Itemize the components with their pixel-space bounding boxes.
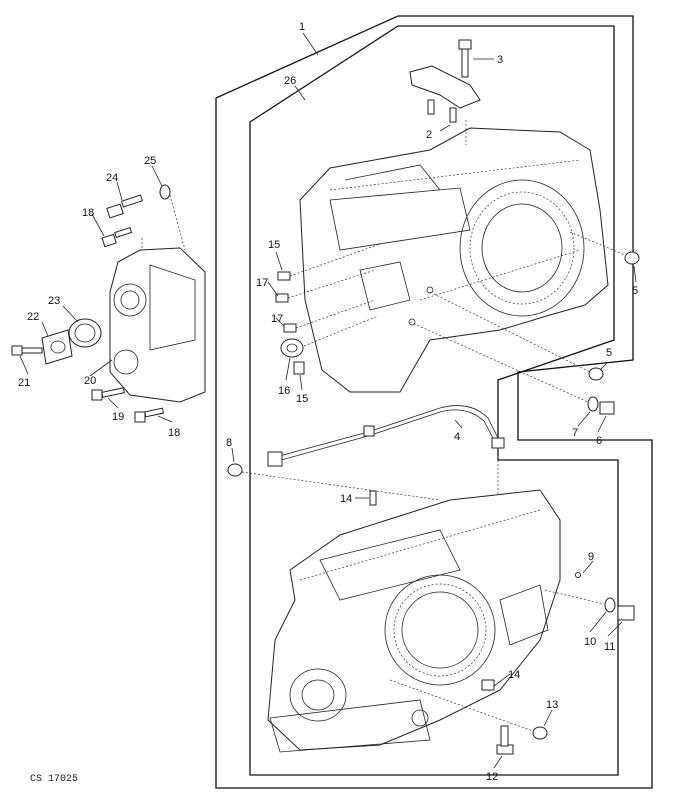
- callout-9: 9: [588, 551, 594, 563]
- plug-5-lower: [429, 291, 604, 381]
- bolt-18-lower: [134, 407, 165, 423]
- assembly-outline-1: [215, 15, 653, 789]
- plug-5-upper: [569, 231, 640, 265]
- callout-8: 8: [226, 437, 232, 449]
- callout-5-lower: 5: [606, 347, 612, 359]
- cover-20: [109, 194, 206, 403]
- callout-26: 26: [284, 75, 296, 87]
- callout-15-lower: 15: [296, 393, 308, 405]
- callout-23: 23: [48, 295, 60, 307]
- callout-19: 19: [112, 411, 124, 423]
- bolt-3: [458, 39, 494, 78]
- callout-25: 25: [144, 155, 156, 167]
- plug-11: [617, 605, 635, 621]
- callout-6: 6: [596, 435, 602, 447]
- callout-1: 1: [299, 21, 305, 33]
- washer-7: [409, 321, 599, 412]
- callout-12: 12: [486, 771, 498, 783]
- callout-3: 3: [497, 54, 503, 66]
- bolt-21: [11, 345, 43, 356]
- washer-10: [544, 589, 616, 613]
- callout-15-upper: 15: [268, 239, 280, 251]
- washer-8: [227, 463, 441, 501]
- callout-13: 13: [546, 699, 558, 711]
- callout-11: 11: [604, 641, 615, 653]
- callout-20: 20: [84, 375, 96, 387]
- callout-2: 2: [426, 129, 432, 141]
- leader-lines: [19, 32, 637, 769]
- callout-18-lower: 18: [168, 427, 180, 439]
- callout-7: 7: [572, 427, 578, 439]
- bolt-18-upper: [101, 226, 133, 248]
- bracket-2: [409, 65, 481, 145]
- bolt-24: [106, 194, 144, 219]
- plug-6: [599, 401, 615, 415]
- figure-id: CS 17025: [30, 774, 78, 785]
- pin-15-upper: [277, 243, 381, 281]
- callout-24: 24: [106, 172, 118, 184]
- callout-5-upper: 5: [632, 285, 638, 297]
- plate-22: [41, 329, 73, 365]
- bolt-19: [91, 387, 125, 401]
- pin-14-upper: [369, 490, 377, 506]
- callout-17-lower: 17: [271, 313, 283, 325]
- callout-22: 22: [27, 311, 39, 323]
- seal-23: [68, 318, 102, 348]
- washer-25: [159, 184, 171, 200]
- bushing-16: [280, 315, 379, 358]
- nut-13: [389, 679, 548, 740]
- bolt-12: [496, 725, 514, 755]
- assembly-outline-26: [249, 25, 619, 776]
- pin-15-lower: [293, 361, 305, 375]
- fitting-9: [575, 572, 581, 578]
- callout-4: 4: [454, 431, 460, 443]
- callout-17-upper: 17: [256, 277, 268, 289]
- pin-17-upper: [275, 269, 376, 303]
- callout-16: 16: [278, 385, 290, 397]
- lower-transmission-housing: [267, 489, 561, 753]
- tube-4: [267, 405, 505, 590]
- upper-transmission-housing: [299, 127, 609, 393]
- callout-14-lower: 14: [508, 669, 520, 681]
- callout-21: 21: [18, 377, 30, 389]
- callout-10: 10: [584, 636, 596, 648]
- callout-14-upper: 14: [340, 493, 352, 505]
- callout-18-upper: 18: [82, 207, 94, 219]
- pin-17-lower: [283, 299, 376, 333]
